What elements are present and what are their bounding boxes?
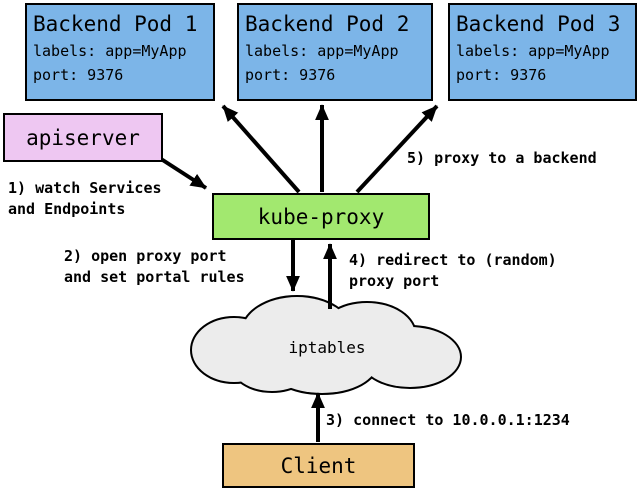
backend-pod-2-port: port: 9376 (245, 66, 336, 84)
iptables-cloud (190, 295, 462, 395)
note-3-connect: 3) connect to 10.0.0.1:1234 (326, 411, 570, 429)
arrow-proxy-to-pod-1 (221, 104, 301, 194)
kube-proxy-label: kube-proxy (257, 204, 385, 229)
backend-pod-2-labels: labels: app=MyApp (245, 42, 399, 60)
note-5-proxy-to-backend: 5) proxy to a backend (407, 149, 597, 167)
backend-pod-2-title: Backend Pod 2 (245, 12, 410, 36)
apiserver-box: apiserver (3, 113, 163, 162)
backend-pod-2-box: Backend Pod 2 labels: app=MyApp port: 93… (237, 3, 433, 101)
iptables-label: iptables (288, 338, 366, 357)
kube-proxy-box: kube-proxy (212, 193, 430, 240)
note-4-redirect: 4) redirect to (random) proxy port (349, 251, 557, 290)
apiserver-label: apiserver (26, 125, 140, 150)
note-2-open-proxy-port: 2) open proxy port and set portal rules (64, 247, 245, 286)
note-1-watch-services: 1) watch Services and Endpoints (8, 179, 162, 218)
client-label: Client (280, 453, 357, 478)
backend-pod-1-title: Backend Pod 1 (33, 12, 198, 36)
client-box: Client (222, 443, 415, 488)
backend-pod-3-box: Backend Pod 3 labels: app=MyApp port: 93… (448, 3, 637, 101)
backend-pod-1-box: Backend Pod 1 labels: app=MyApp port: 93… (25, 3, 215, 101)
backend-pod-3-labels: labels: app=MyApp (456, 42, 610, 60)
backend-pod-3-port: port: 9376 (456, 66, 547, 84)
arrow-watch-services (156, 155, 208, 190)
backend-pod-3-title: Backend Pod 3 (456, 12, 621, 36)
backend-pod-1-port: port: 9376 (33, 66, 124, 84)
backend-pod-1-labels: labels: app=MyApp (33, 42, 187, 60)
arrow-proxy-to-pod-3 (355, 104, 439, 194)
